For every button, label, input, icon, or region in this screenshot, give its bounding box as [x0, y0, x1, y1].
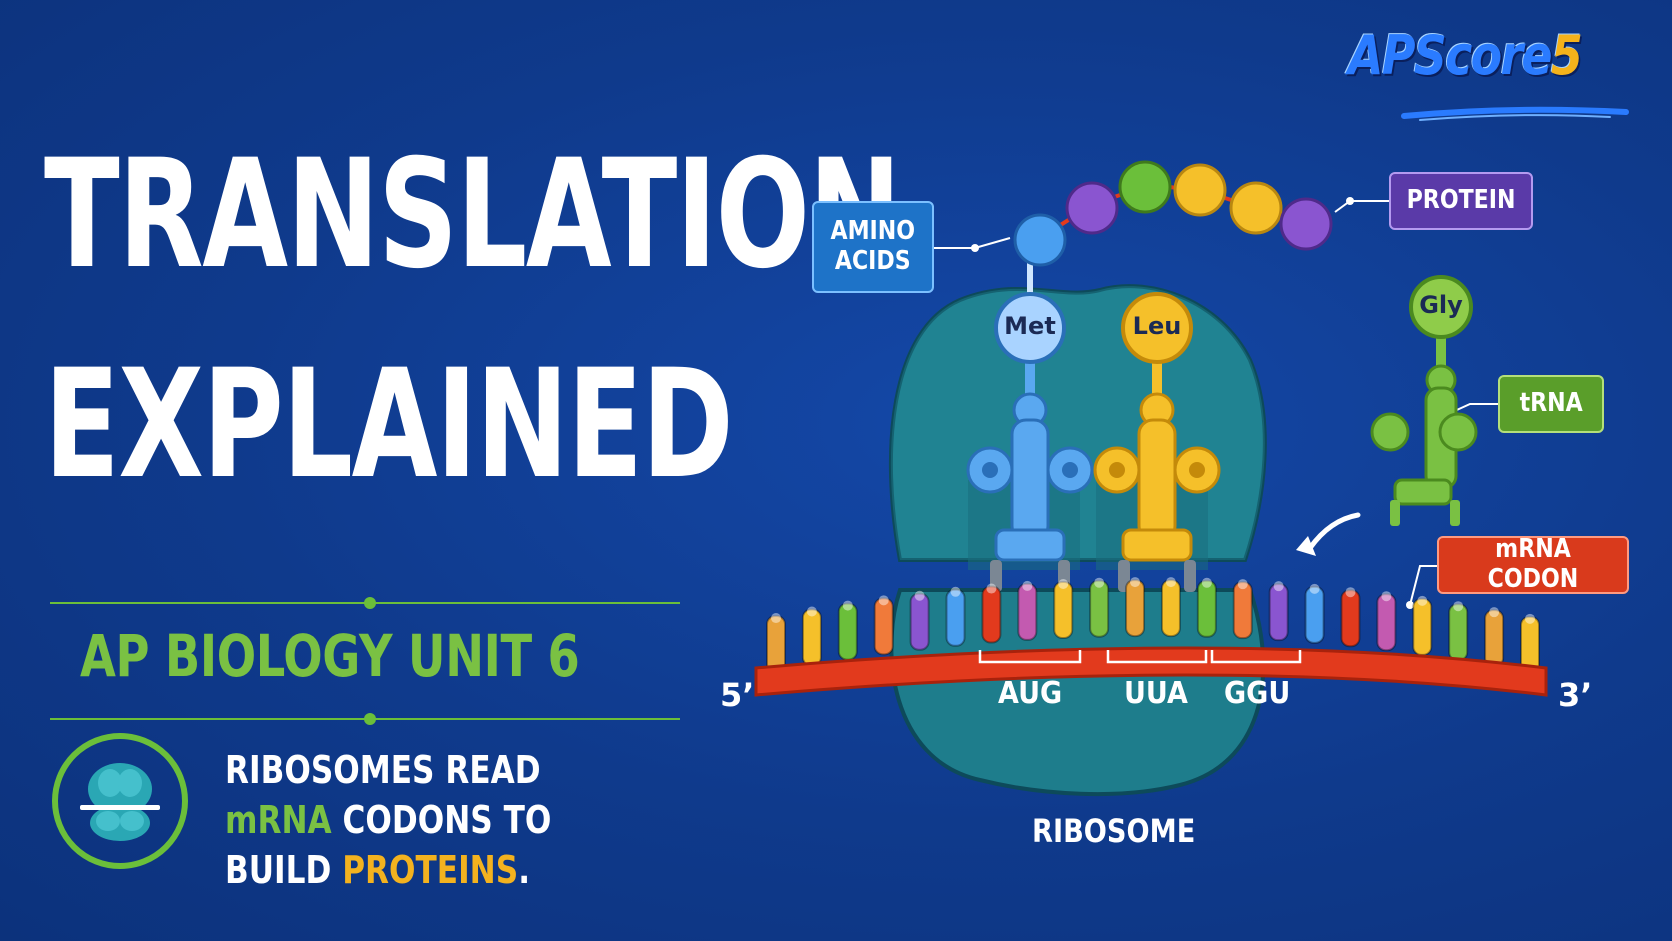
nucleotide-highlight — [1237, 579, 1248, 590]
codon-uua: UUA — [1124, 676, 1188, 711]
nucleotide-highlight — [1058, 578, 1069, 589]
entry-arrow — [1307, 512, 1361, 551]
nucleotide-highlight — [1525, 613, 1535, 624]
ribosome-body — [888, 284, 1267, 797]
nucleotide-peg — [981, 585, 1002, 644]
nucleotide-peg — [1340, 589, 1361, 648]
label-trna-text: tRNA — [1519, 388, 1583, 419]
nucleotide-peg — [945, 588, 966, 647]
trna-gly — [1370, 275, 1478, 526]
label-trna: tRNA — [1498, 375, 1604, 433]
nucleotide-peg — [1484, 609, 1505, 668]
nucleotide-highlight — [1453, 601, 1464, 612]
brand-number: 5 — [1550, 24, 1583, 87]
three-prime-label: 3’ — [1558, 676, 1593, 714]
nucleotide-highlight — [1309, 583, 1320, 594]
tagline-line-2: mRNA CODONS TO — [225, 798, 551, 842]
nucleotide-peg — [909, 592, 930, 651]
nucleotide-highlight — [914, 590, 925, 601]
nucleotide-peg — [1089, 579, 1110, 638]
label-mrna-codon: mRNA CODON — [1437, 534, 1629, 594]
brand-logo: APScore5 — [1348, 24, 1583, 87]
nucleotide-peg — [873, 597, 894, 656]
aa-label-leu: Leu — [1132, 312, 1182, 340]
ribosome-icon — [52, 733, 188, 869]
tagline-period: . — [518, 848, 531, 892]
nucleotide-peg — [1268, 583, 1289, 642]
trna-met — [966, 240, 1094, 592]
nucleotide-peg — [837, 602, 858, 661]
aa-label-gly: Gly — [1419, 291, 1463, 319]
nucleotide-highlight — [1201, 577, 1212, 588]
nucleotide-peg — [1376, 593, 1397, 652]
nucleotide-highlight — [1130, 577, 1141, 588]
label-mrna-codon-text: mRNA CODON — [1487, 534, 1579, 594]
label-amino-acids-text: AMINO ACIDS — [830, 216, 916, 276]
brand-name: APScore — [1348, 24, 1553, 87]
nucleotide-highlight — [986, 583, 997, 594]
aa-label-met: Met — [1004, 312, 1056, 340]
entry-arrow-head — [1296, 536, 1316, 556]
tagline-line-1: RIBOSOMES READ — [225, 748, 541, 792]
codon-brackets — [978, 650, 1302, 664]
tagline-text-2: CODONS TO — [331, 798, 552, 842]
nucleotide-peg — [1448, 603, 1469, 662]
divider-top-dot — [364, 597, 376, 609]
nucleotide-peg — [1412, 597, 1433, 656]
nucleotide-highlight — [806, 606, 817, 617]
tagline-proteins-highlight: PROTEINS — [342, 848, 519, 892]
mrna-nucleotides — [766, 577, 1540, 674]
nucleotide-peg — [1053, 580, 1074, 639]
brand-underline-swoosh — [1401, 106, 1629, 121]
nucleotide-peg — [801, 608, 822, 667]
label-protein-text: PROTEIN — [1406, 185, 1516, 216]
trna-leu — [1093, 292, 1221, 592]
nucleotide-peg — [1017, 582, 1038, 641]
title-line-1: TRANSLATION — [44, 128, 901, 302]
protein-chain — [1013, 160, 1333, 267]
nucleotide-peg — [766, 615, 786, 674]
five-prime-label: 5’ — [720, 676, 755, 714]
nucleotide-highlight — [1489, 607, 1500, 618]
tagline-mrna-highlight: mRNA — [225, 798, 332, 842]
tagline-text-3: BUILD — [225, 848, 343, 892]
nucleotide-peg — [1196, 579, 1217, 638]
nucleotide-highlight — [1417, 595, 1428, 606]
nucleotide-highlight — [771, 613, 781, 624]
ribosome-label: RIBOSOME — [1032, 812, 1196, 850]
nucleotide-peg — [1304, 585, 1325, 644]
nucleotide-highlight — [1022, 580, 1033, 591]
subtitle: AP BIOLOGY UNIT 6 — [80, 622, 580, 690]
mrna-strand — [754, 646, 1548, 697]
nucleotide-highlight — [1273, 581, 1284, 592]
nucleotide-highlight — [1165, 577, 1176, 588]
tagline-text-1: RIBOSOMES READ — [225, 748, 541, 792]
label-protein: PROTEIN — [1389, 172, 1533, 230]
nucleotide-highlight — [1094, 577, 1105, 588]
nucleotide-peg — [1125, 579, 1146, 638]
nucleotide-highlight — [878, 595, 889, 606]
codon-aug: AUG — [998, 676, 1063, 711]
label-amino-acids: AMINO ACIDS — [812, 201, 934, 293]
nucleotide-highlight — [1345, 587, 1356, 598]
nucleotide-highlight — [842, 600, 853, 611]
nucleotide-peg — [1160, 579, 1181, 638]
codon-ggu: GGU — [1224, 676, 1291, 711]
tagline-line-3: BUILD PROTEINS. — [225, 848, 530, 892]
nucleotide-highlight — [950, 586, 961, 597]
title-line-2: EXPLAINED — [44, 338, 734, 512]
divider-bottom-dot — [364, 713, 376, 725]
nucleotide-peg — [1232, 581, 1253, 640]
nucleotide-highlight — [1381, 591, 1392, 602]
